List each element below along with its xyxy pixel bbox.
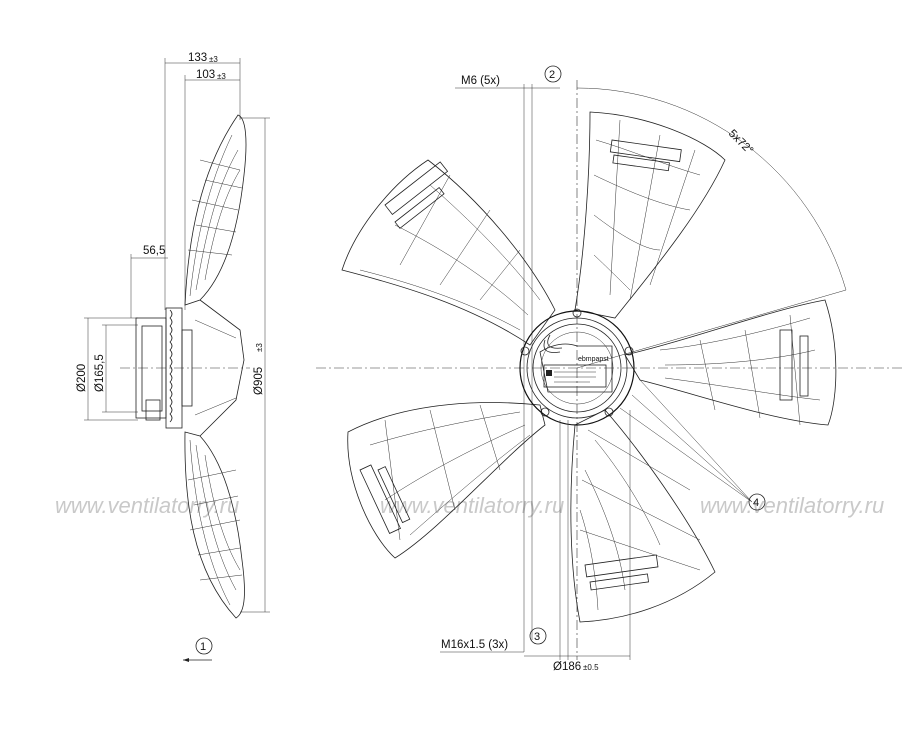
watermark-group: www.ventilatorry.ru www.ventilatorry.ru … [55, 493, 884, 518]
callout-2: 2 [549, 69, 555, 81]
dim-angle: 5x72° [726, 128, 755, 157]
callout-3-circle [529, 627, 547, 645]
callout-4-circle [748, 493, 766, 511]
callout-1-circle [195, 637, 213, 655]
callout-2-circle [544, 65, 562, 83]
watermark-2: www.ventilatorry.ru [380, 493, 564, 518]
dim-133-tol: ±3 [209, 55, 218, 64]
dim-d1655: Ø165,5 [94, 354, 106, 392]
watermark-3: www.ventilatorry.ru [700, 493, 884, 518]
label-plate-text: ebmpapst [578, 356, 609, 363]
dim-d186-tol: ±0.5 [583, 663, 599, 672]
watermark-1: www.ventilatorry.ru [55, 493, 239, 518]
front-view: M6 (5x) 2 5x72° [316, 65, 905, 673]
side-view: 133 ±3 103 ±3 56,5 Ø200 Ø165,5 Ø905 ±3 [76, 52, 270, 662]
dim-m16: M16x1.5 (3x) [441, 639, 508, 651]
dim-56-5: 56,5 [143, 245, 165, 257]
dim-133: 133 [188, 52, 207, 64]
dim-d905-tol: ±3 [255, 343, 264, 352]
callout-1: 1 [200, 641, 206, 653]
dim-103-tol: ±3 [217, 72, 226, 81]
hub-outer [519, 310, 635, 426]
dim-d905: Ø905 [253, 367, 265, 395]
dim-d186: Ø186 [553, 661, 581, 673]
dim-d200: Ø200 [76, 364, 88, 392]
callout-4: 4 [753, 497, 759, 509]
callout-3: 3 [534, 631, 540, 643]
dim-103: 103 [196, 69, 215, 81]
dim-m6: M6 (5x) [461, 75, 500, 87]
